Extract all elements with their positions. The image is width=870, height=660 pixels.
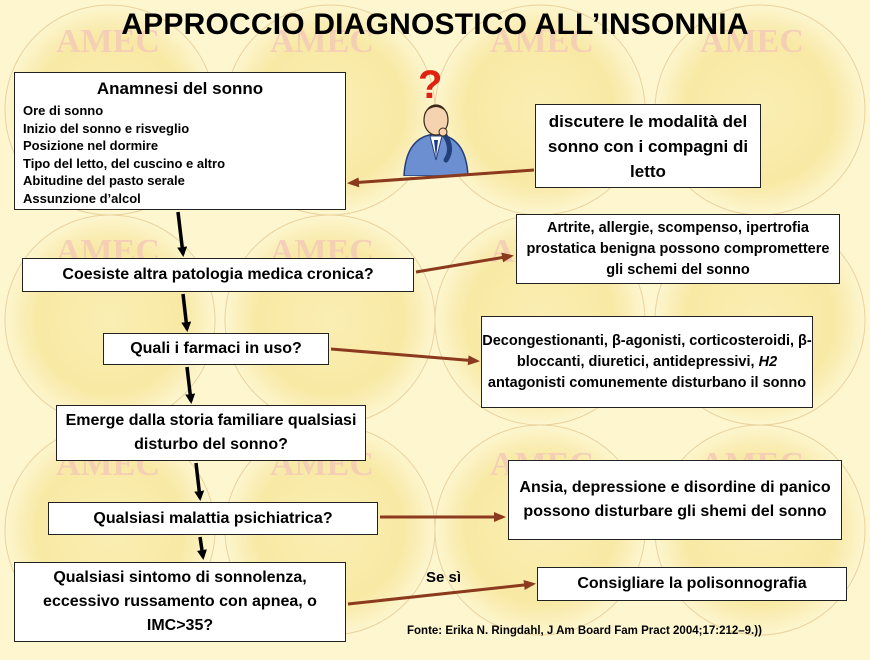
sleep-history-item: Assunzione d’alcol (23, 190, 141, 206)
watermark-text: AMEC (56, 23, 160, 60)
polysomnography-box: Consigliare la polisonnografia (537, 567, 847, 601)
medications-note-text: Decongestionanti, β-agonisti, corticoste… (482, 332, 812, 370)
sleep-history-box: Anamnesi del sonno Ore di sonno Inizio d… (14, 72, 346, 210)
sleepiness-question-box: Qualsiasi sintomo di sonnolenza, eccessi… (14, 562, 346, 642)
watermark-text: AMEC (700, 23, 804, 60)
page-title: APPROCCIO DIAGNOSTICO ALL’INSONNIA (121, 8, 749, 41)
sleep-history-item: Posizione nel dormire (23, 138, 159, 153)
medications-note-italic: H2 (758, 353, 778, 370)
psychiatric-note-box: Ansia, depressione e disordine di panico… (508, 460, 842, 540)
if-yes-label: Se sì (426, 569, 462, 586)
chronic-disease-note-box: Artrite, allergie, scompenso, ipertrofia… (516, 214, 840, 284)
medications-question-box: Quali i farmaci in uso? (103, 333, 329, 365)
sleep-history-item: Abitudine del pasto serale (23, 173, 185, 188)
sleep-history-item: Inizio del sonno e risveglio (23, 120, 190, 136)
sleep-history-item: Ore di sonno (23, 103, 104, 118)
psychiatric-question-box: Qualsiasi malattia psichiatrica? (48, 502, 378, 535)
thinking-man-icon: ? (403, 64, 469, 176)
discuss-bed-partner-box: discutere le modalità del sonno con i co… (535, 104, 761, 188)
watermark-text: AMEC (490, 23, 594, 60)
watermark-text: AMEC (270, 23, 374, 60)
chronic-disease-question-box: Coesiste altra patologia medica cronica? (22, 258, 414, 292)
sleep-history-heading: Anamnesi del sonno (96, 79, 264, 98)
question-mark-icon: ? (418, 64, 442, 107)
sleep-history-item: Tipo del letto, del cuscino e altro (23, 155, 226, 171)
source-citation: Fonte: Erika N. Ringdahl, J Am Board Fam… (407, 625, 762, 637)
medications-note-box: Decongestionanti, β-agonisti, corticoste… (481, 316, 813, 408)
family-history-question-box: Emerge dalla storia familiare qualsiasi … (56, 405, 366, 461)
medications-note-text: antagonisti comunemente disturbano il so… (487, 374, 807, 391)
